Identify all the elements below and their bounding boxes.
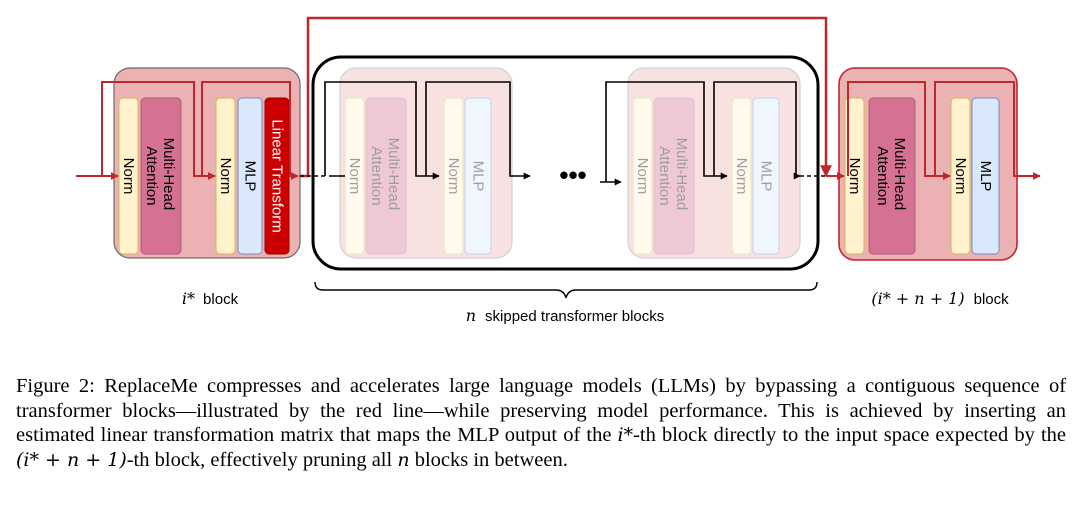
label-suffix: block: [974, 291, 1010, 308]
skip-connection-line: [300, 16, 832, 178]
norm-label: Norm: [846, 158, 863, 195]
replaceme-diagram: Norm Multi-Head Attention Norm MLP Linea…: [76, 16, 1041, 325]
attention-label-line2: Attention: [874, 146, 891, 205]
norm-label: Norm: [217, 158, 234, 195]
label-var: i*: [182, 289, 195, 308]
mlp-left: MLP: [237, 97, 263, 255]
caption-var3: n: [397, 448, 410, 471]
linear-transform-label: Linear Transform: [269, 119, 286, 232]
caption-var2: (i* + n + 1): [16, 448, 127, 471]
caption-part1: ReplaceMe compresses and accelerates lar…: [16, 375, 1067, 446]
attention-label-line1: Multi-Head: [160, 138, 177, 211]
label-suffix: block: [203, 291, 239, 308]
attention-label-line1: Multi-Head: [385, 138, 402, 211]
attention-label: Multi-Head Attention: [874, 138, 908, 215]
block-i-star: Norm Multi-Head Attention Norm MLP Linea…: [76, 67, 301, 259]
mlp-label: MLP: [758, 161, 775, 192]
attention-right: Multi-Head Attention: [868, 97, 916, 255]
block-i-star-n-1: Norm Multi-Head Attention Norm MLP: [826, 67, 1041, 261]
norm-label: Norm: [952, 158, 969, 195]
mlp-right: MLP: [971, 97, 1000, 255]
attention-label: Multi-Head Attention: [368, 138, 402, 215]
label-var: (i* + n + 1): [871, 289, 964, 308]
caption-part3: -th block, effectively pruning all: [126, 448, 393, 471]
caption-part2: -th block directly to the input space ex…: [633, 424, 1067, 446]
skipped-brace: [314, 281, 818, 299]
ellipsis: •••: [559, 160, 586, 190]
skipped-block-1: Norm Multi-Head Attention Norm MLP: [339, 67, 513, 259]
label-i-star-block: i* block: [182, 289, 239, 308]
norm-label: Norm: [733, 158, 750, 195]
label-var: n: [466, 306, 476, 325]
norm-1-right: Norm: [844, 97, 865, 255]
attention-label-line2: Attention: [143, 146, 160, 205]
norm-2-right: Norm: [950, 97, 971, 255]
attention-label: Multi-Head Attention: [143, 138, 177, 215]
label-skipped-blocks: n skipped transformer blocks: [466, 306, 665, 325]
norm-label: Norm: [634, 158, 651, 195]
norm-label: Norm: [346, 158, 363, 195]
attention-left: Multi-Head Attention: [140, 97, 182, 255]
attention-label-line2: Attention: [656, 146, 673, 205]
linear-transform: Linear Transform: [264, 97, 290, 255]
figure-caption: Figure 2: ReplaceMe compresses and accel…: [16, 374, 1066, 472]
norm-1-left: Norm: [118, 97, 139, 255]
attention-label-line1: Multi-Head: [673, 138, 690, 211]
label-suffix: skipped transformer blocks: [485, 308, 664, 325]
mlp-label: MLP: [977, 161, 994, 192]
attention-label-line1: Multi-Head: [891, 138, 908, 211]
norm-2-left: Norm: [215, 97, 236, 255]
caption-part4: blocks in between.: [414, 448, 568, 471]
mlp-label: MLP: [242, 161, 259, 192]
attention-label: Multi-Head Attention: [656, 138, 690, 215]
caption-var1: i*: [617, 424, 634, 446]
norm-label: Norm: [445, 158, 462, 195]
label-last-block: (i* + n + 1) block: [871, 289, 1009, 308]
attention-label-line2: Attention: [368, 146, 385, 205]
caption-prefix: Figure 2:: [16, 375, 95, 397]
skipped-region: [311, 55, 820, 271]
mlp-label: MLP: [470, 161, 487, 192]
norm-label: Norm: [120, 158, 137, 195]
